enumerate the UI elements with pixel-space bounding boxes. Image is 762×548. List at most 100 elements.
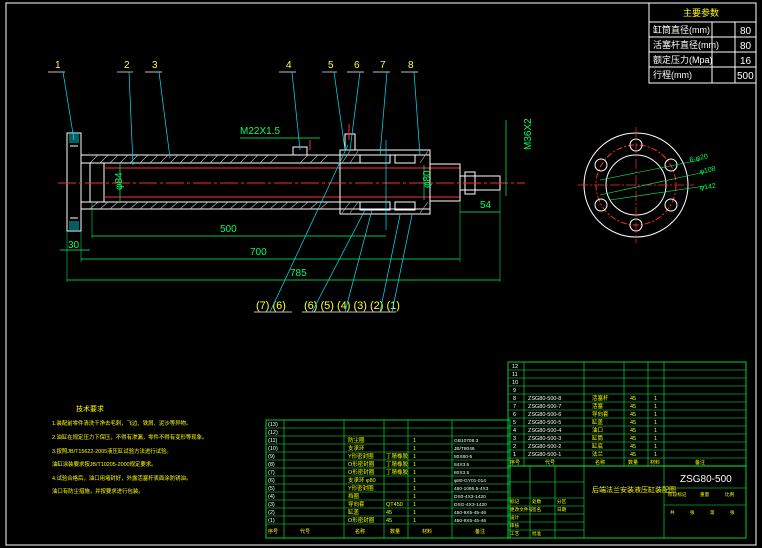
bom-right-qty: 1 [654,404,657,410]
bom-right-mat: 45 [630,452,636,458]
bom-left-name: Y形密封圈 [348,452,374,460]
bom-right-mat: 45 [630,396,636,402]
bom-right-no: 3 [513,436,516,442]
bom-left-std: φ80-GY01-014 [454,478,486,484]
bom-right-no: 10 [512,380,518,386]
bom-right-no: 9 [513,388,516,394]
bom-left-header: 代号 [300,528,310,535]
bom-left-name: O形密封圈 [348,460,375,468]
title-sign-label: 设计 [510,514,520,521]
rod-dim: φ80 [422,170,433,188]
bom-left-std: 84X3.5 [454,462,470,468]
bom-left-name: 防尘圈 [348,436,365,444]
bom-left-material: 丁腈橡胶 [386,468,409,476]
bom-left-name: 缸盖 [348,508,360,516]
seal-callouts: (7) (6) (6) (5) (4) (3) (2) (1) [254,144,413,313]
technical-requirements: 技术要求 1.装配前零件清洗干净去毛刺，飞边、铁屑、泥沙等异物。 2.油缸在规定… [52,404,207,495]
bom-left-material: 丁腈橡胶 [386,452,409,460]
param-value: 80 [740,41,752,52]
bom-right-name: 缸底 [592,442,604,450]
sheet-label: 共 [670,509,675,516]
bolt-hole [664,158,678,172]
bom-right-qty: 1 [654,396,657,402]
bom-left-header: 备注 [475,528,485,535]
param-label: 额定压力(Mpa) [653,54,713,65]
bom-right-mat: 45 [630,444,636,450]
stage-label: 重量 [700,491,710,498]
bom-right-mat: 45 [630,436,636,442]
bom-left-qty: 1 [413,510,416,516]
bom-left-name: O形密封圈 [348,468,375,476]
bom-right-header: 代号 [545,459,555,466]
tech-req-line: 油口有防尘措施，并按要求进行包装。 [52,487,144,495]
bom-right-no: 4 [513,428,516,434]
part-numbers: 1 2 3 4 5 6 7 8 [48,60,421,166]
part-label: 5 [328,60,334,71]
bom-right-header: 序号 [510,459,520,466]
bom-left-name: 导向套 [348,500,365,508]
bom-left-std: DSG-4X3-1420 [454,502,487,508]
bom-left-material: 丁腈橡胶 [386,460,409,468]
cylinder-head [339,149,431,215]
title-sign-label: 工艺 [510,531,520,536]
bom-right-name: 缸盖 [592,418,604,426]
bom-left-std: JB/T8046 [454,446,475,452]
bom-left-no: (2) [268,510,275,516]
tech-req-line: 1.装配前零件清洗干净去毛刺，飞边、铁屑、泥沙等异物。 [52,419,191,427]
stage-label: 阶段标记 [668,491,687,498]
sheet-label: 张 [730,509,735,516]
title-row-label: 更改文件号 [510,506,533,513]
bom-left-qty: 1 [413,470,416,476]
rod-end-len: 54 [480,200,492,211]
bom-left-std: DS0-4X3-1420 [454,494,486,500]
stroke-dim: 500 [220,224,237,235]
len-700-dim: 700 [250,247,267,258]
part-label: 2 [124,60,130,71]
param-label: 行程(mm) [653,69,692,80]
bom-right-qty: 1 [654,452,657,458]
bom-left-qty: 1 [413,494,416,500]
bom-table-left: (13) (12) (11) (10) (9) (8) (7) (6) (5) … [265,419,511,539]
tech-req-title: 技术要求 [76,404,104,413]
bom-left-qty: 1 [413,462,416,468]
bom-right-qty: 1 [654,420,657,426]
bom-left-material: 45 [386,510,392,516]
title-row-label: 标记 [510,498,520,505]
sheet-label: 张 [690,509,695,516]
bore-dim: φ84 [114,172,125,190]
cylinder-section-view [58,124,525,232]
bom-left-std: GB10708.3 [454,438,479,444]
bom-left-no: (3) [268,502,275,508]
title-sign-label: 批准 [532,530,542,537]
piston [89,162,105,203]
bom-left-header: 数量 [390,528,400,535]
tech-req-line: 2.油缸在规定压力下保压，不得有渗漏，零件不得有变形等现象。 [52,433,207,441]
bolt-hole [594,198,608,212]
bom-right-name: 导向套 [592,410,609,418]
bom-left-qty: 1 [413,454,416,460]
param-value: 80 [740,26,752,37]
bom-left-no: (4) [268,494,275,500]
bom-left-no: (10) [268,446,278,452]
bom-right-qty: 1 [654,436,657,442]
flange-od-dim: φ142 [699,183,716,192]
bom-right-code: ZSG80-500-4 [528,428,561,434]
flange-pcd-dim: φ108 [699,166,716,176]
bom-right-qty: 1 [654,428,657,434]
bom-right-code: ZSG80-500-5 [528,420,561,426]
bom-right-no: 7 [513,404,516,410]
bom-right-qty: 1 [654,412,657,418]
bom-right-code: ZSG80-500-7 [528,404,561,410]
bom-left-no: (11) [268,438,278,444]
part-label: 1 [55,60,61,71]
bom-left-no: (8) [268,462,275,468]
title-sign-label: 审核 [510,522,520,529]
flange-end-view: 6-φ20 φ108 φ142 [578,127,716,243]
bom-right-name: 活塞 [592,402,604,410]
stage-label: 比例 [725,491,735,498]
bom-left-qty: 1 [413,518,416,524]
seal-callout-left: (7) (6) [256,300,286,312]
bom-left-std: 450-9X5-45-46 [454,518,486,524]
bom-right-no: 12 [512,364,518,370]
dimensions: M22X1.5 φ84 φ80 M36X2 54 30 500 700 785 [60,118,534,282]
